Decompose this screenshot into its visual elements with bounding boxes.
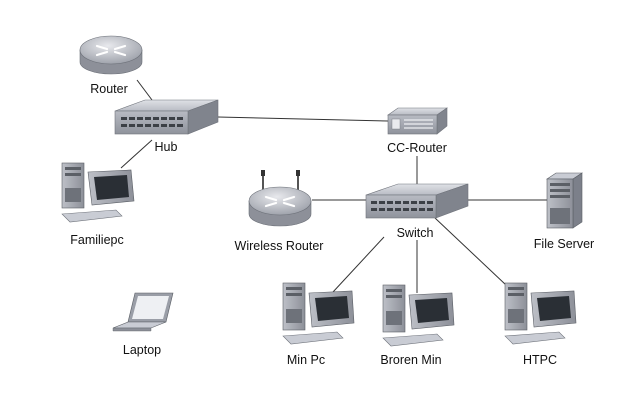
link-hub-familiepc	[120, 139, 153, 169]
broren-min-label: Broren Min	[380, 353, 442, 367]
switch-icon	[365, 183, 469, 219]
connection-lines	[120, 79, 547, 293]
min-pc-label: Min Pc	[286, 353, 326, 367]
familiepc-label: Familiepc	[70, 233, 124, 247]
link-router-hub	[136, 79, 153, 101]
htpc-label: HTPC	[522, 353, 558, 367]
hub-label: Hub	[154, 140, 178, 154]
router-icon	[79, 35, 143, 75]
cc-router-label: CC-Router	[387, 141, 447, 155]
familiepc-computer-icon	[61, 162, 135, 223]
router-box-icon	[387, 107, 448, 135]
link-switch-htpc	[434, 217, 507, 286]
link-hub-cc-router	[217, 116, 389, 122]
htpc-computer-icon	[504, 282, 577, 345]
hub-icon	[114, 99, 219, 135]
router-label: Router	[90, 82, 128, 96]
switch-label: Switch	[396, 226, 434, 240]
file-server-label: File Server	[533, 237, 595, 251]
laptop-icon	[112, 292, 174, 332]
server-icon	[546, 172, 583, 229]
broren-min-computer-icon	[382, 284, 455, 347]
link-switch-min-pc	[332, 236, 385, 293]
min-pc-computer-icon	[282, 282, 355, 345]
wireless-router-icon	[248, 170, 312, 227]
laptop-label: Laptop	[122, 343, 162, 357]
wireless-router-label: Wireless Router	[234, 239, 324, 253]
